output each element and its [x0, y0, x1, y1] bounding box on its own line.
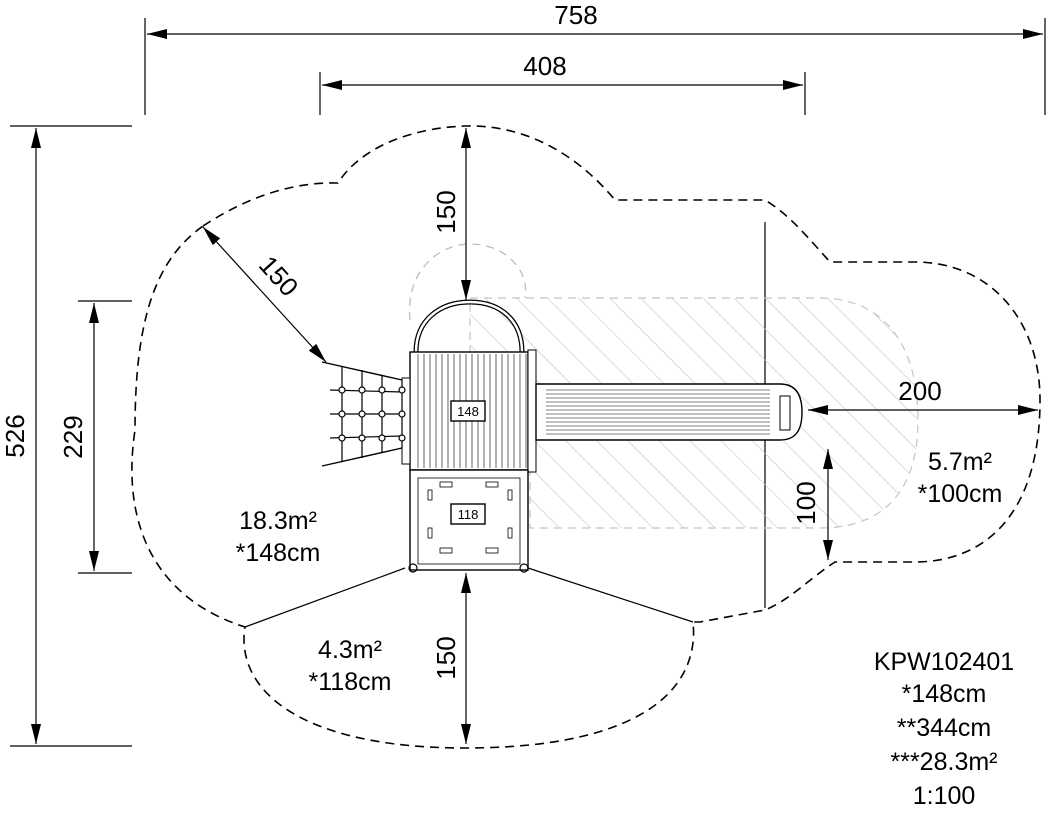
overall-width-label: 758	[554, 0, 597, 30]
bottom-clearance-label: 150	[431, 636, 461, 679]
slide-side-label: 100	[791, 481, 821, 524]
bottom-zone-area: 4.3m²	[318, 636, 382, 664]
overall-depth-label: 526	[0, 414, 30, 457]
slide	[535, 383, 803, 441]
main-zone-area: 18.3m²	[239, 507, 317, 535]
slide-zone-area: 5.7m²	[928, 448, 992, 476]
fall-height: *148cm	[902, 680, 987, 708]
upper-platform-height: 148	[457, 404, 479, 419]
slide-zone-height: *100cm	[918, 480, 1003, 508]
upper-platform-height-box	[450, 400, 486, 422]
lower-platform-height-box	[450, 503, 486, 525]
scale: 1:100	[913, 782, 976, 810]
cargo-net	[321, 361, 406, 467]
platform-span-label: 408	[523, 51, 566, 81]
lower-platform-height: 118	[458, 507, 479, 522]
net-span-label: 229	[58, 415, 88, 458]
slide-runout-label: 200	[898, 376, 941, 406]
lower-platform: 118	[408, 469, 529, 573]
zone-split-line-left	[244, 567, 406, 628]
bottom-zone-height: *118cm	[309, 668, 392, 696]
top-clearance-label: 150	[431, 190, 461, 233]
safety-zone-outline	[131, 125, 1041, 749]
upper-platform: 148	[401, 349, 537, 473]
total-area: ***28.3m²	[891, 748, 998, 776]
product-code: KPW102401	[874, 648, 1014, 676]
net-clearance-label: 150	[253, 250, 304, 302]
net-clearance-dim-line	[202, 226, 327, 363]
main-zone-height: *148cm	[236, 539, 321, 567]
arch-ghost-zone	[408, 243, 527, 321]
zone-split-line-right	[527, 567, 694, 623]
total-height: **344cm	[897, 714, 992, 742]
